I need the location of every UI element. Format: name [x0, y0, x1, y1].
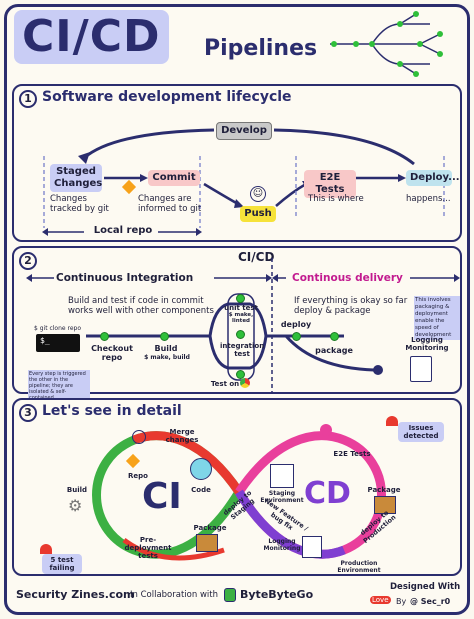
- check-package: [330, 332, 339, 341]
- package-cd-icon: [374, 496, 396, 514]
- unit-test-cmd: $ make, linted: [228, 312, 254, 324]
- chrome-icon: [240, 378, 250, 388]
- section-cicd: 2 CI/CD Continuous Integration Continous…: [12, 246, 462, 402]
- issues-detected-badge: Issues detected: [398, 422, 444, 442]
- alarm-icon: [386, 416, 398, 426]
- checkout-label: Checkout repo: [91, 344, 133, 362]
- ci-note: Build and test if code in commit works w…: [68, 296, 214, 316]
- lifecycle-arrows: [42, 128, 445, 236]
- unit-test-label: unit test: [224, 304, 258, 312]
- designed-label: Designed With: [390, 582, 461, 592]
- cd-title: Continous delivery: [292, 272, 403, 284]
- predeploy-label: Pre-deployment tests: [124, 536, 172, 560]
- test-on-label: Test on: [210, 380, 240, 388]
- love-label: Love: [370, 596, 391, 604]
- deploy-note: happens...: [406, 194, 451, 204]
- section-title: Let's see in detail: [42, 403, 182, 419]
- collab-label: In Collaboration with: [130, 590, 218, 600]
- develop-box: Develop: [216, 122, 272, 140]
- e2e-tests-box: E2E Tests: [304, 170, 356, 198]
- integration-test-label: integration test: [220, 342, 265, 358]
- handle-label: @ Sec_r0: [410, 597, 451, 606]
- github-icon: [132, 430, 146, 444]
- cd-side-note: This involves packaging & deployment ena…: [414, 296, 460, 340]
- e2e-label: E2E Tests: [333, 450, 371, 458]
- deploy-label: deploy: [280, 320, 312, 329]
- build-cmd: $ make, build: [144, 354, 190, 361]
- package-label: Package: [193, 524, 227, 532]
- package-icon: [196, 534, 218, 552]
- build-label: Build: [66, 486, 88, 494]
- section-number: 2: [19, 252, 37, 270]
- local-repo-label: Local repo: [93, 225, 153, 236]
- footer: Security Zines.com In Collaboration with…: [12, 582, 462, 612]
- gopher-icon: [190, 458, 212, 480]
- logging-label: Logging Monitoring: [263, 538, 301, 552]
- gear-icon: ⚙: [68, 496, 83, 515]
- section-detail: 3 Let's see in detail CI CD Merge change…: [12, 398, 462, 576]
- staging-server-icon: [270, 464, 294, 488]
- title-main: CI/CD: [14, 10, 169, 64]
- git-clone-cmd: $ git clone repo: [34, 325, 82, 332]
- e2e-icon: [320, 424, 332, 436]
- repo-label: Repo: [128, 472, 148, 480]
- terminal-icon: $_: [36, 334, 80, 352]
- staged-note: Changes tracked by git: [50, 194, 109, 214]
- section-lifecycle: 1 Software development lifecycle Develop…: [12, 84, 462, 242]
- staged-changes-box: Staged Changes: [50, 164, 102, 192]
- cd-big-label: CD: [304, 476, 351, 511]
- title-sub: Pipelines: [204, 36, 318, 61]
- e2e-note: This is where: [308, 194, 364, 204]
- check-unit-test: [236, 294, 245, 303]
- commit-note: Changes are informed to git: [138, 194, 202, 214]
- logging-label: Logging Monitoring: [405, 336, 449, 352]
- package-label: package: [315, 346, 353, 355]
- cd-note: If everything is okay so far deploy & pa…: [294, 296, 408, 316]
- code-label: Code: [191, 486, 211, 494]
- partner-label: ByteByteGo: [240, 588, 314, 601]
- by-label: By: [396, 597, 407, 606]
- clipboard-icon: [302, 536, 322, 558]
- check-build: [160, 332, 169, 341]
- check-test-on: [236, 370, 245, 379]
- section-number: 3: [19, 404, 37, 422]
- section-number: 1: [19, 90, 37, 108]
- check-integration: [236, 330, 245, 339]
- section-title: Software development lifecycle: [42, 89, 292, 105]
- commit-box: Commit: [148, 170, 200, 186]
- clipboard-icon: [410, 356, 432, 382]
- check-checkout: [100, 332, 109, 341]
- ci-big-label: CI: [142, 476, 182, 517]
- cicd-label: CI/CD: [238, 250, 275, 264]
- check-deploy: [292, 332, 301, 341]
- merge-label: Merge changes: [165, 428, 199, 444]
- push-box: Push: [240, 206, 276, 222]
- bytebytego-icon: [224, 588, 236, 602]
- ci-title: Continuous Integration: [56, 272, 194, 284]
- deploy-box: Deploy...: [406, 170, 460, 186]
- test-failing-badge: 5 test failing: [42, 554, 82, 574]
- staging-env-label: Staging Environment: [260, 490, 304, 504]
- alarm-icon: [40, 544, 52, 554]
- build-label: Build: [154, 344, 178, 353]
- brand-label: Security Zines.com: [16, 588, 135, 601]
- package-cd-label: Package: [367, 486, 401, 494]
- prod-env-label: Production Environment: [337, 560, 381, 574]
- github-icon: ☺: [250, 186, 266, 202]
